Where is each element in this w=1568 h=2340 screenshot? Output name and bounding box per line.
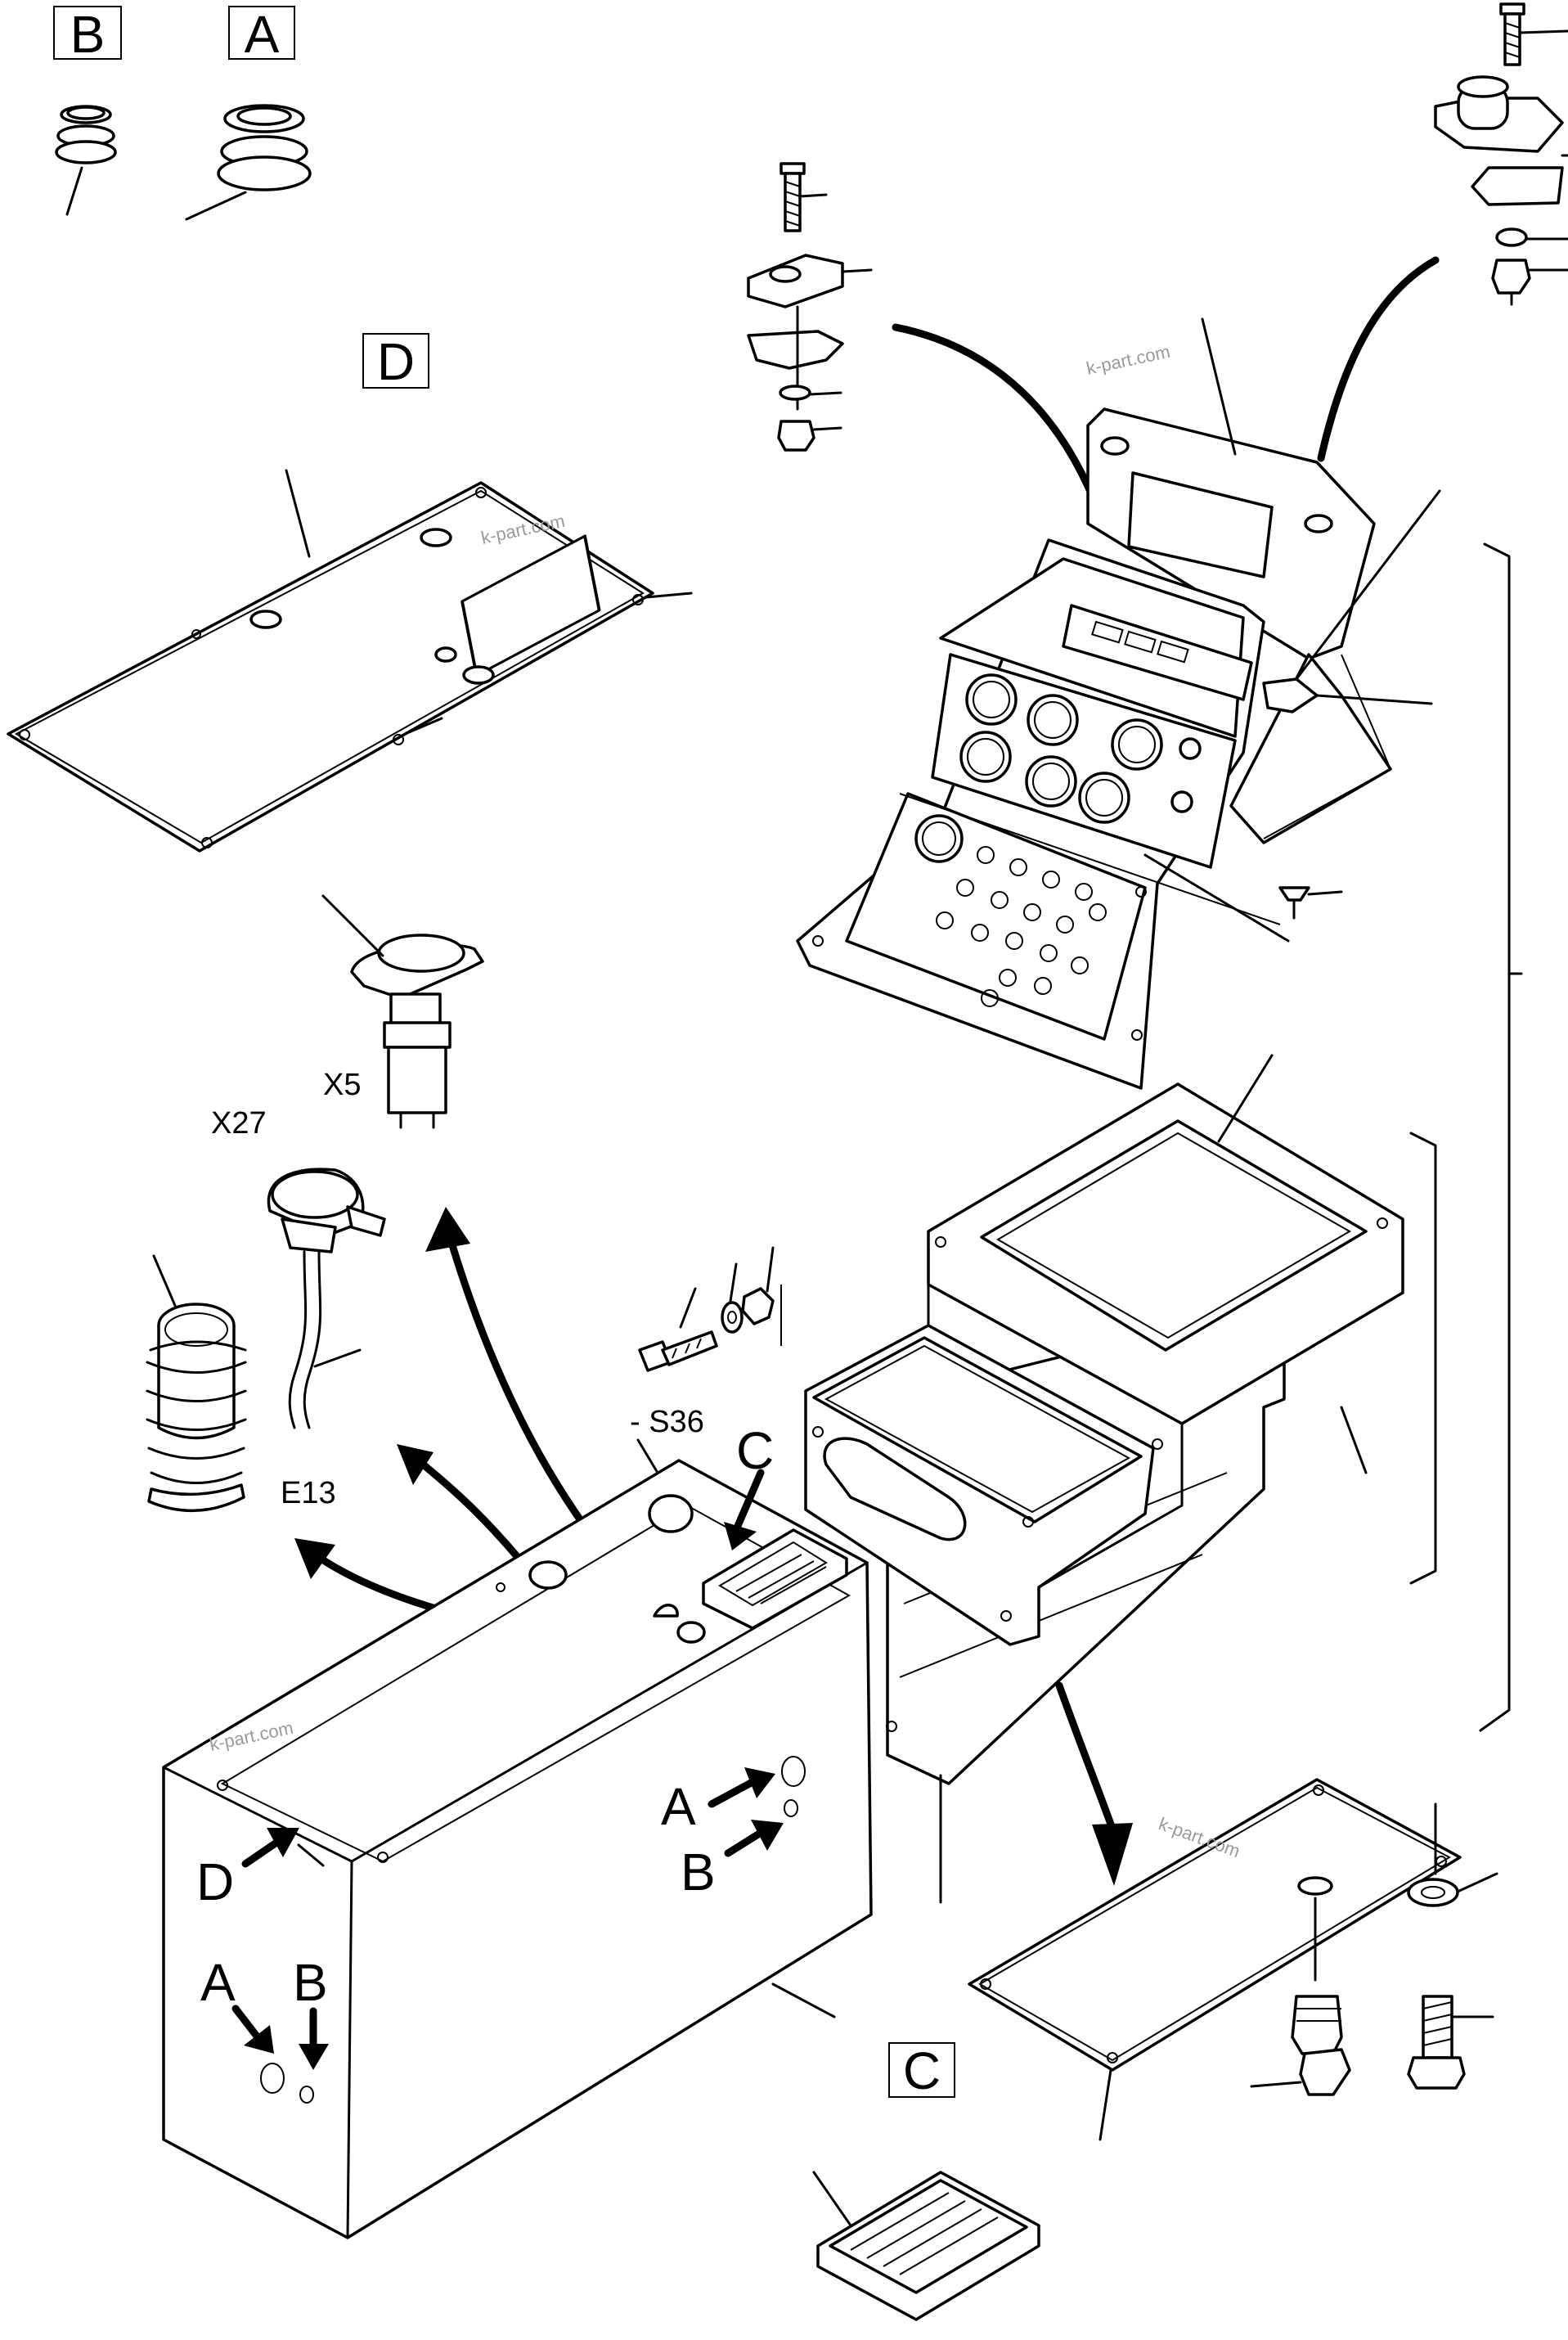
pointer-c-top: C: [724, 1421, 774, 1550]
svg-text:A: A: [661, 1777, 696, 1836]
svg-text:X5: X5: [323, 1068, 361, 1102]
pointer-d-side: D: [196, 1828, 299, 1911]
detail-label-c: C: [888, 2041, 955, 2100]
svg-text:D: D: [196, 1852, 234, 1911]
pointer-a-front: A: [200, 1953, 274, 2054]
armrest-storage-box: [162, 1459, 873, 2239]
svg-text:A: A: [200, 1953, 236, 2012]
socket-x27-icon: X27: [211, 1106, 386, 1429]
screw-washer-right: [1407, 1802, 1498, 2090]
svg-text:C: C: [903, 2041, 941, 2100]
svg-text:X27: X27: [211, 1106, 267, 1141]
watermark: k-part.com: [1085, 341, 1172, 379]
svg-text:C: C: [736, 1421, 774, 1480]
detail-label-d: D: [362, 332, 429, 391]
detail-label-a: A: [228, 5, 295, 64]
svg-text:E13: E13: [281, 1476, 336, 1510]
svg-text:D: D: [377, 332, 415, 391]
spring-lamp-e13-icon: E13: [146, 1254, 336, 1513]
svg-text:A: A: [245, 5, 280, 64]
pointer-a-side: A: [661, 1767, 775, 1836]
svg-text:B: B: [293, 1953, 328, 2012]
pointer-b-front: B: [293, 1953, 329, 2070]
cover-plate-d: [7, 469, 693, 853]
svg-text:- S36: - S36: [630, 1405, 704, 1439]
svg-text:B: B: [681, 1843, 716, 1901]
grommet-large-icon: [185, 104, 312, 221]
grommet-small-icon: [55, 105, 117, 216]
mount-screw-assembly-right: [1434, 2, 1568, 306]
bolt-washer-nut: [638, 1246, 782, 1372]
svg-text:B: B: [70, 5, 106, 64]
bottom-fitting: [1250, 1897, 1351, 2096]
vent-grille-c: [812, 2171, 1040, 2321]
console-housing: [804, 1054, 1404, 1904]
instrument-console: [796, 317, 1441, 1090]
detail-label-b: B: [53, 5, 122, 64]
cigarette-lighter-x5-icon: X5: [321, 894, 484, 1129]
pointer-b-side: B: [681, 1820, 784, 1901]
hinge-screw-assembly: [747, 162, 873, 452]
bottom-cover-plate: [968, 1778, 1462, 2141]
